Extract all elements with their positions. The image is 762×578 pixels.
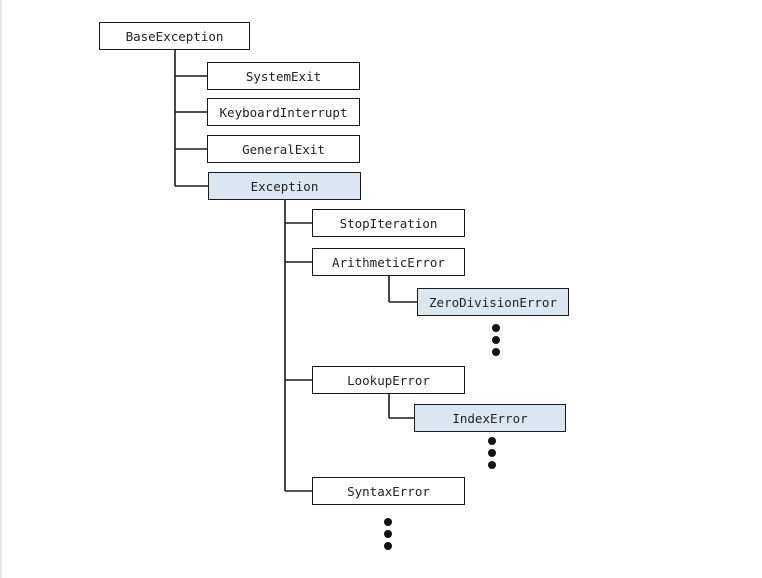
ellipsis-dot	[492, 348, 500, 356]
node-baseexception: BaseException	[99, 22, 250, 50]
ellipsis-dot	[384, 530, 392, 538]
ellipsis-dot	[384, 518, 392, 526]
node-lookuperror: LookupError	[312, 366, 465, 394]
ellipsis-dot	[492, 336, 500, 344]
node-syntaxerror: SyntaxError	[312, 477, 465, 505]
node-indexerror: IndexError	[414, 404, 566, 432]
ellipsis-dot	[492, 324, 500, 332]
node-stopiteration: StopIteration	[312, 209, 465, 237]
node-arithmeticerror: ArithmeticError	[312, 248, 465, 276]
ellipsis-dot	[488, 437, 496, 445]
node-zerodivisionerror: ZeroDivisionError	[417, 288, 569, 316]
ellipsis-dot	[488, 461, 496, 469]
node-generalexit: GeneralExit	[207, 135, 360, 163]
node-systemexit: SystemExit	[207, 62, 360, 90]
node-exception: Exception	[208, 172, 361, 200]
ellipsis-dot	[384, 542, 392, 550]
left-edge-divider	[0, 0, 2, 578]
ellipsis-dot	[488, 449, 496, 457]
node-keyboardinterrupt: KeyboardInterrupt	[207, 98, 360, 126]
